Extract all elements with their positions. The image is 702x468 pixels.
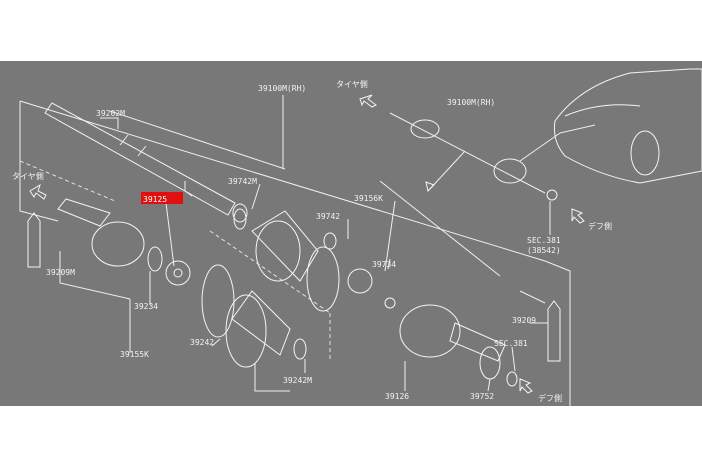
label-diff-side-bottom: デフ側 xyxy=(538,393,562,403)
label-39734: 39734 xyxy=(372,260,396,269)
direction-arrows xyxy=(29,94,585,394)
label-39126: 39126 xyxy=(385,392,409,401)
part-labels: 39100M(RH) タイヤ側 39100M(RH) 39202M タイヤ側 3… xyxy=(12,79,612,403)
label-39242m: 39242M xyxy=(283,376,312,385)
label-39742: 39742 xyxy=(316,212,340,221)
outboard-joint xyxy=(27,198,191,286)
axle-shaft-39202m xyxy=(44,102,248,223)
exploded-view-svg: 39100M(RH) タイヤ側 39100M(RH) 39202M タイヤ側 3… xyxy=(12,68,702,406)
label-tire-side-left: タイヤ側 xyxy=(12,171,44,181)
label-39156k: 39156K xyxy=(354,194,383,203)
boot-right-group xyxy=(233,208,340,312)
frame-lines xyxy=(19,95,571,406)
car-silhouette xyxy=(519,68,702,184)
shaft-assembly-inset xyxy=(389,112,558,201)
guide-lines xyxy=(19,160,331,361)
label-39100m-top: 39100M(RH) xyxy=(258,84,306,93)
boot-left-group xyxy=(201,264,307,368)
label-sec381-b: SEC.381 xyxy=(494,339,528,348)
label-tire-side-top: タイヤ側 xyxy=(336,79,368,89)
label-39242: 39242 xyxy=(190,338,214,347)
label-39209m: 39209M xyxy=(46,268,75,277)
label-sec381-a-ref: (38542) xyxy=(527,246,561,255)
label-39209: 39209 xyxy=(512,316,536,325)
label-diff-side-right: デフ側 xyxy=(588,221,612,231)
highlight-39125 xyxy=(141,192,183,204)
inboard-joint xyxy=(347,268,561,387)
parts-diagram: 39100M(RH) タイヤ側 39100M(RH) 39202M タイヤ側 3… xyxy=(0,61,702,406)
label-sec381-a: SEC.381 xyxy=(527,236,561,245)
leader-lines xyxy=(59,183,551,392)
label-39125: 39125 xyxy=(143,195,167,204)
label-39202m: 39202M xyxy=(96,109,125,118)
label-39742m: 39742M xyxy=(228,177,257,186)
label-39100m-side: 39100M(RH) xyxy=(447,98,495,107)
label-39752: 39752 xyxy=(470,392,494,401)
label-39155k: 39155K xyxy=(120,350,149,359)
label-39234: 39234 xyxy=(134,302,158,311)
